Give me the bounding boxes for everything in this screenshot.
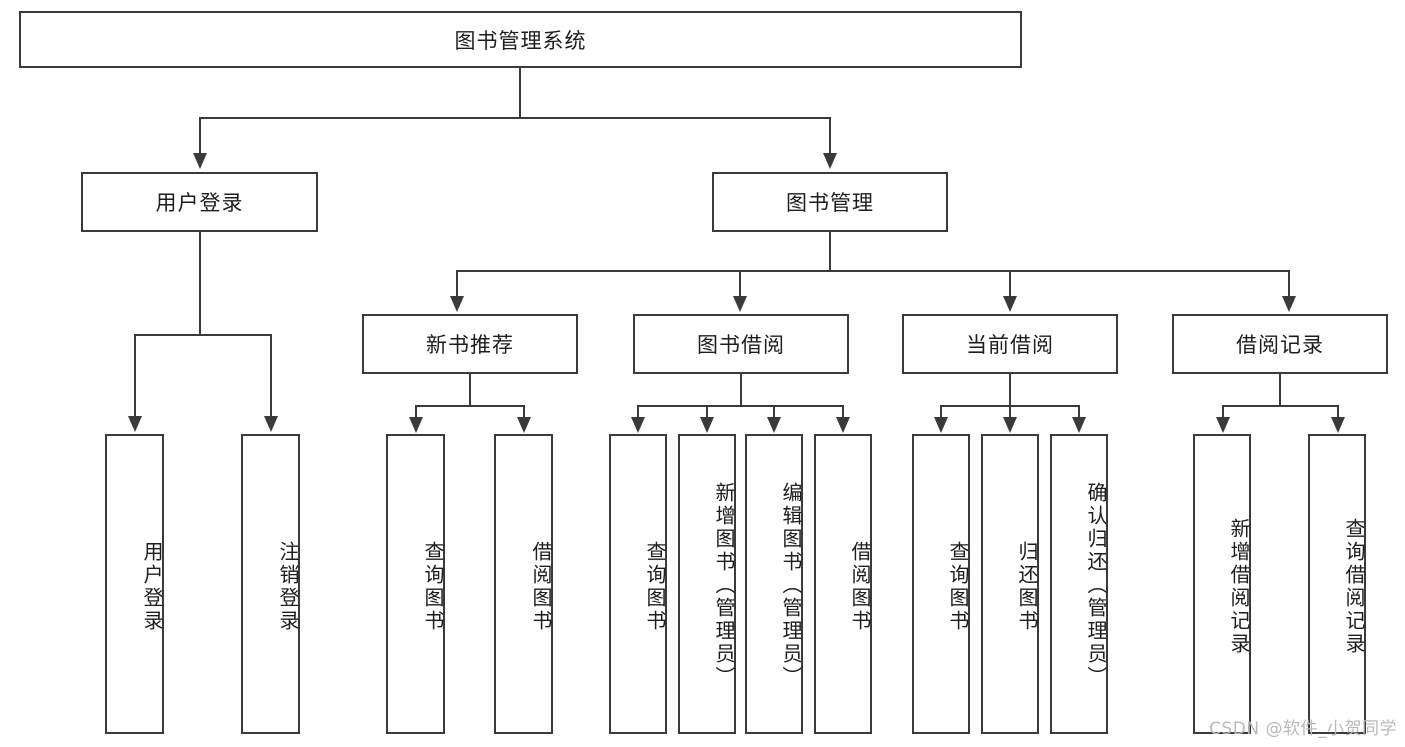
node-book-borrow[interactable]: 图书借阅	[633, 314, 849, 374]
arrow-to-record-leaf-1	[1216, 417, 1230, 433]
connector-level1-drop-right	[829, 117, 831, 155]
leaf-borrow-add-book-admin[interactable]: 新增图书（管理员）	[678, 434, 736, 734]
connector-recommend-stem	[469, 374, 471, 407]
node-label: 图书管理系统	[454, 28, 587, 53]
leaf-recommend-borrow-book[interactable]: 借阅图书	[494, 434, 553, 734]
connector-user-login-drop-2	[270, 334, 272, 418]
leaf-record-add-record[interactable]: 新增借阅记录	[1193, 434, 1251, 734]
node-label: 用户登录	[155, 191, 244, 215]
leaf-borrow-edit-book-admin[interactable]: 编辑图书（管理员）	[745, 434, 803, 734]
connector-level2-drop-1	[456, 270, 458, 298]
connector-current-drop-3	[1078, 405, 1080, 419]
node-label: 查询图书	[421, 541, 445, 633]
watermark-text: CSDN @软件_小贺同学	[1209, 719, 1397, 739]
connector-level1-drop-left	[199, 117, 201, 155]
node-label: 借阅记录	[1236, 333, 1324, 357]
connector-user-login-stem	[199, 232, 201, 336]
leaf-record-query-record[interactable]: 查询借阅记录	[1308, 434, 1366, 734]
leaf-current-return-book[interactable]: 归还图书	[981, 434, 1039, 734]
node-label: 新书推荐	[426, 333, 514, 357]
leaf-borrow-query-book[interactable]: 查询图书	[609, 434, 667, 734]
node-label: 查询图书	[946, 541, 970, 633]
arrow-to-user-login-leaf	[128, 416, 142, 432]
leaf-recommend-query-book[interactable]: 查询图书	[386, 434, 445, 734]
node-label: 查询借阅记录	[1342, 518, 1366, 656]
connector-level1-bar	[199, 117, 831, 119]
node-label: 图书借阅	[697, 333, 785, 357]
arrow-to-current-leaf-1	[934, 417, 948, 433]
connector-record-bar	[1222, 405, 1339, 407]
node-label: 用户登录	[140, 541, 164, 633]
connector-current-drop-1	[940, 405, 942, 419]
node-label: 新增图书（管理员）	[712, 482, 736, 689]
arrow-to-book-management	[823, 153, 837, 169]
arrow-to-record-leaf-2	[1331, 417, 1345, 433]
connector-record-drop-1	[1222, 405, 1224, 419]
node-root-system[interactable]: 图书管理系统	[19, 11, 1022, 68]
connector-record-stem	[1279, 374, 1281, 407]
connector-borrow-drop-1	[637, 405, 639, 419]
arrow-to-borrow-leaf-2	[700, 417, 714, 433]
connector-current-stem	[1009, 374, 1011, 407]
connector-user-login-drop-1	[134, 334, 136, 418]
arrow-to-borrow-record	[1282, 296, 1296, 312]
connector-borrow-bar	[637, 405, 843, 407]
node-current-borrow[interactable]: 当前借阅	[902, 314, 1118, 374]
arrow-to-recommend-leaf-1	[409, 417, 423, 433]
connector-level2-drop-2	[739, 270, 741, 298]
connector-recommend-drop-1	[415, 405, 417, 419]
connector-recommend-bar	[415, 405, 524, 407]
leaf-user-login[interactable]: 用户登录	[105, 434, 164, 734]
node-label: 新增借阅记录	[1227, 518, 1251, 656]
arrow-to-borrow-leaf-1	[631, 417, 645, 433]
connector-root-stem	[519, 68, 521, 119]
connector-user-login-bar	[134, 334, 272, 336]
arrow-to-borrow-leaf-3	[767, 417, 781, 433]
connector-level2-drop-4	[1288, 270, 1290, 298]
node-book-management[interactable]: 图书管理	[712, 172, 948, 232]
leaf-logout[interactable]: 注销登录	[241, 434, 300, 734]
arrow-to-borrow-leaf-4	[836, 417, 850, 433]
connector-borrow-drop-2	[706, 405, 708, 419]
connector-current-drop-2	[1009, 405, 1011, 419]
node-label: 图书管理	[786, 191, 874, 215]
node-user-login[interactable]: 用户登录	[81, 172, 318, 232]
connector-record-drop-2	[1337, 405, 1339, 419]
arrow-to-current-leaf-3	[1072, 417, 1086, 433]
arrow-to-new-book-recommend	[450, 296, 464, 312]
node-label: 查询图书	[643, 541, 667, 633]
connector-borrow-drop-4	[842, 405, 844, 419]
node-label: 当前借阅	[966, 333, 1054, 357]
leaf-current-confirm-return-admin[interactable]: 确认归还（管理员）	[1050, 434, 1108, 734]
arrow-to-current-leaf-2	[1003, 417, 1017, 433]
node-new-book-recommend[interactable]: 新书推荐	[362, 314, 578, 374]
node-label: 归还图书	[1015, 541, 1039, 633]
connector-borrow-drop-3	[773, 405, 775, 419]
node-label: 借阅图书	[848, 541, 872, 633]
arrow-to-book-borrow	[733, 296, 747, 312]
node-label: 注销登录	[276, 541, 300, 633]
node-label: 编辑图书（管理员）	[779, 482, 803, 689]
arrow-to-recommend-leaf-2	[517, 417, 531, 433]
arrow-to-logout-leaf	[264, 416, 278, 432]
node-label: 借阅图书	[529, 541, 553, 633]
connector-borrow-stem	[740, 374, 742, 407]
connector-level2-bar	[456, 270, 1289, 272]
connector-book-management-stem	[829, 232, 831, 272]
arrow-to-user-login	[193, 153, 207, 169]
connector-level2-drop-3	[1009, 270, 1011, 298]
arrow-to-current-borrow	[1003, 296, 1017, 312]
node-borrow-record[interactable]: 借阅记录	[1172, 314, 1388, 374]
leaf-current-query-book[interactable]: 查询图书	[912, 434, 970, 734]
node-label: 确认归还（管理员）	[1084, 482, 1108, 689]
leaf-borrow-borrow-book[interactable]: 借阅图书	[814, 434, 872, 734]
connector-recommend-drop-2	[523, 405, 525, 419]
